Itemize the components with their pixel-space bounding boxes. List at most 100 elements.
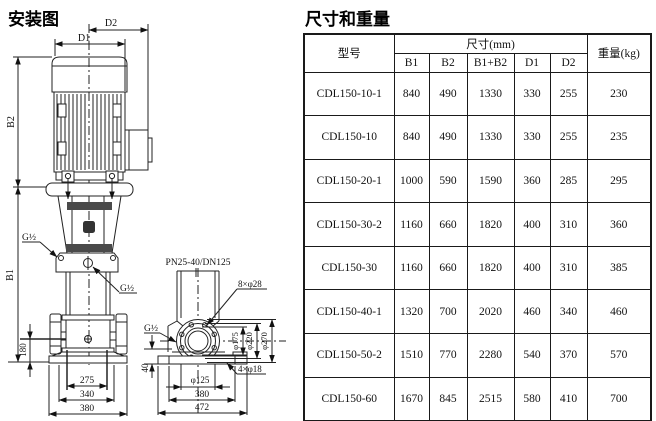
cell-weight: 460 <box>586 289 652 335</box>
label-d2: D2 <box>105 18 117 29</box>
table-row: CDL150-10 840 490 1330 330 255 235 <box>303 115 652 160</box>
label-4xphi18: 4×φ18 <box>238 364 262 374</box>
label-g-half-side: G½ <box>144 323 158 334</box>
cell-b1: 1510 <box>393 333 430 378</box>
label-g-half-mid: G½ <box>120 283 134 294</box>
cell-b1: 1320 <box>393 289 430 335</box>
dim-40 <box>144 335 172 378</box>
label-b1: B1 <box>5 269 16 281</box>
label-472: 472 <box>195 403 210 413</box>
label-d1: D1 <box>78 33 90 44</box>
cell-weight: 570 <box>586 333 652 378</box>
cell-d1: 400 <box>513 245 551 291</box>
cell-d1: 330 <box>513 71 551 117</box>
label-phi175: φ175 <box>230 332 240 350</box>
label-380-side: 380 <box>195 390 210 400</box>
cell-d2: 285 <box>549 158 588 204</box>
label-g-half-top: G½ <box>22 232 36 243</box>
table-row: CDL150-30 1160 660 1820 400 310 385 <box>303 245 652 291</box>
cell-b1b2: 2280 <box>466 333 515 378</box>
pump-barrel <box>61 272 115 348</box>
cell-d2: 410 <box>549 376 588 421</box>
dim-phi270 <box>207 319 276 363</box>
installation-drawing: D2 D1 B2 B1 G½ G½ 180 275 340 380 PN25-4… <box>5 18 286 417</box>
table-row: CDL150-60 1670 845 2515 580 410 700 <box>303 376 652 421</box>
cell-d1: 460 <box>513 289 551 335</box>
cell-b1: 1160 <box>393 245 430 291</box>
cell-b1b2: 1330 <box>466 115 515 160</box>
cell-model: CDL150-50-2 <box>303 333 395 378</box>
cell-model: CDL150-40-1 <box>303 289 395 335</box>
header-d1: D1 <box>513 52 551 73</box>
header-model: 型号 <box>303 33 395 73</box>
table-row: CDL150-20-1 1000 590 1590 360 285 295 <box>303 158 652 204</box>
cell-d2: 255 <box>549 115 588 160</box>
cell-b2: 770 <box>428 333 468 378</box>
dimensions-weight-title: 尺寸和重量 <box>305 10 390 29</box>
side-pipe <box>176 270 220 327</box>
cell-d1: 360 <box>513 158 551 204</box>
label-pn-flange: PN25-40/DN125 <box>166 258 231 268</box>
leader-g-half-top <box>22 241 58 258</box>
cell-b1b2: 1820 <box>466 245 515 291</box>
cell-b2: 700 <box>428 289 468 335</box>
dims-bottom-side <box>157 364 248 416</box>
cell-weight: 295 <box>586 158 652 204</box>
header-weight: 重量(kg) <box>586 33 652 73</box>
cell-b1b2: 2020 <box>466 289 515 335</box>
dim-phi220 <box>205 323 261 359</box>
pump-head <box>55 252 119 273</box>
header-b2: B2 <box>428 52 468 73</box>
cell-model: CDL150-10 <box>303 115 395 160</box>
cell-weight: 360 <box>586 202 652 247</box>
dims-bottom-front <box>48 365 128 417</box>
dim-phi175 <box>202 326 247 356</box>
table-row: CDL150-40-1 1320 700 2020 460 340 460 <box>303 289 652 335</box>
cell-b2: 590 <box>428 158 468 204</box>
cell-b2: 845 <box>428 376 468 421</box>
cell-model: CDL150-10-1 <box>303 71 395 117</box>
cell-d2: 340 <box>549 289 588 335</box>
label-275: 275 <box>80 376 95 386</box>
terminal-box <box>124 129 153 171</box>
cell-b2: 490 <box>428 71 468 117</box>
pump-lantern <box>57 195 122 254</box>
cell-b1: 1670 <box>393 376 430 421</box>
installation-diagram-title: 安装图 <box>8 10 59 29</box>
cell-weight: 230 <box>586 71 652 117</box>
table-row: CDL150-10-1 840 490 1330 330 255 230 <box>303 71 652 117</box>
cell-d1: 330 <box>513 115 551 160</box>
label-phi125: φ125 <box>191 375 210 385</box>
cell-weight: 700 <box>586 376 652 421</box>
header-d2: D2 <box>549 52 588 73</box>
cell-b1b2: 1590 <box>466 158 515 204</box>
label-phi220: φ220 <box>244 332 254 350</box>
cell-b1: 840 <box>393 115 430 160</box>
label-340: 340 <box>80 390 95 400</box>
cell-d1: 540 <box>513 333 551 378</box>
dimensions-table: 型号 尺寸(mm) 重量(kg) B1 B2 B1+B2 D1 D2 CDL15… <box>303 33 653 421</box>
cell-b1b2: 1330 <box>466 71 515 117</box>
cell-d1: 580 <box>513 376 551 421</box>
cell-d2: 310 <box>549 245 588 291</box>
cell-b1: 1000 <box>393 158 430 204</box>
cell-d2: 310 <box>549 202 588 247</box>
dim-d2 <box>88 24 149 130</box>
cell-d2: 255 <box>549 71 588 117</box>
dim-b2-b1 <box>8 56 52 363</box>
table-row: CDL150-30-2 1160 660 1820 400 310 360 <box>303 202 652 247</box>
label-8xphi28: 8×φ28 <box>238 279 262 289</box>
label-180: 180 <box>18 343 28 357</box>
header-b1b2: B1+B2 <box>466 52 515 73</box>
brand-logo <box>83 221 95 233</box>
cell-model: CDL150-60 <box>303 376 395 421</box>
cell-b2: 490 <box>428 115 468 160</box>
label-380: 380 <box>80 404 95 414</box>
dim-d1 <box>54 39 126 91</box>
header-size: 尺寸(mm) <box>393 33 588 54</box>
cell-weight: 385 <box>586 245 652 291</box>
label-40: 40 <box>140 363 150 373</box>
cell-b1: 840 <box>393 71 430 117</box>
leader-g-half-side <box>144 332 177 343</box>
